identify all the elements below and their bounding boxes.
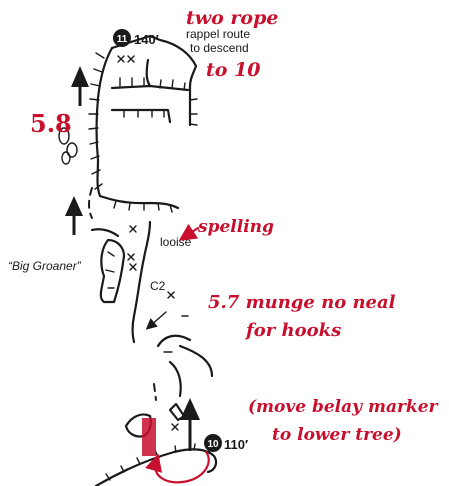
tree-icon [65,196,83,235]
route-line [89,188,212,400]
munge-annotation-line-1: 5.7 munge no neal [208,292,396,313]
big-groaner-label: “Big Groaner” [8,259,82,273]
arrow-icon [186,228,198,236]
c2-label: C2 [150,279,166,293]
big-groaner-pillar [101,240,124,302]
two-rope-annotation-line-1: two rope [186,7,278,29]
tree-icon [180,398,200,451]
spelling-annotation: spelling [197,217,274,237]
two-rope-annotation-line-2: to 10 [206,59,261,81]
anchor-11-note-line-1: rappel route [186,27,250,41]
arrow-icon [150,312,166,326]
belay-annotation-line-1: (move belay marker [248,397,439,417]
munge-annotation-line-2: for hooks [244,320,341,341]
grade-58-annotation: 5.8 [30,109,72,138]
anchor-10-number: 10 [207,439,219,450]
anchor-11-number: 11 [117,34,128,45]
anchor-marker-icon: 10 [204,434,222,452]
anchor-marker-icon: 11 [113,29,131,47]
overhang [158,316,190,352]
tree-icon [71,66,89,106]
anchor-10-height: 110′ [224,437,248,452]
belay-annotation-line-2: to lower tree) [272,425,402,445]
loose-label: looise [160,235,192,249]
upper-cliff [89,36,197,212]
anchor-11-height: 140′ [134,32,159,47]
anchor-11-note-line-2: to descend [190,41,249,55]
